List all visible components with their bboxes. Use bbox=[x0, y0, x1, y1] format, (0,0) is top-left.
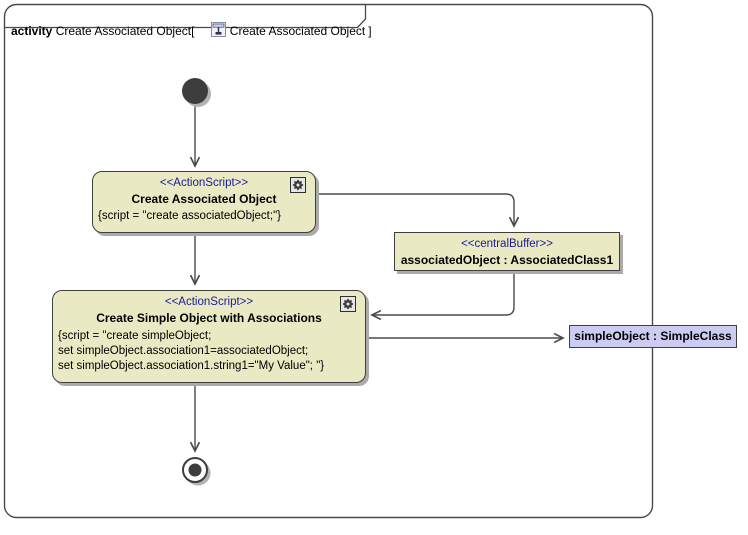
initial-node[interactable] bbox=[182, 78, 208, 104]
action1-name: Create Associated Object bbox=[131, 192, 277, 206]
edge-action1-to-buffer[interactable] bbox=[317, 193, 520, 228]
action2-stereotype: <<ActionScript>> bbox=[164, 296, 254, 308]
action1-stereotype: <<ActionScript>> bbox=[159, 177, 249, 189]
buffer-name: associatedObject : AssociatedClass1 bbox=[400, 253, 614, 267]
open-bracket: [ bbox=[191, 24, 195, 38]
activity-frame[interactable] bbox=[3, 3, 654, 519]
object-node-simpleobject[interactable]: simpleObject : SimpleClass bbox=[569, 325, 737, 348]
frame-title-tab bbox=[4, 4, 367, 29]
action2-script-line1: {script = "create simpleObject; bbox=[58, 330, 212, 342]
final-node-dot bbox=[188, 463, 202, 477]
close-bracket: ] bbox=[368, 24, 372, 38]
action1-script: {script = "create associatedObject;"} bbox=[98, 210, 281, 222]
action-script-gear-icon bbox=[340, 296, 356, 312]
buffer-stereotype: <<centralBuffer>> bbox=[461, 238, 553, 250]
action2-script-line2: set simpleObject.association1=associated… bbox=[58, 345, 309, 357]
action2-name: Create Simple Object with Associations bbox=[96, 311, 322, 325]
frame-diagram-name: Create Associated Object bbox=[229, 24, 366, 38]
frame-title: activity Create Associated Object[ Creat… bbox=[11, 8, 372, 54]
action-script-gear-icon bbox=[290, 177, 306, 193]
central-buffer-node[interactable]: <<centralBuffer>> associatedObject : Ass… bbox=[394, 232, 620, 271]
action-create-simple-object[interactable]: <<ActionScript>> Create Simple Object wi… bbox=[52, 290, 366, 383]
action-create-associated-object[interactable]: <<ActionScript>> Create Associated Objec… bbox=[92, 171, 316, 233]
frame-keyword: activity bbox=[11, 24, 53, 38]
edge-buffer-to-action2[interactable] bbox=[370, 272, 515, 321]
simpleobject-name: simpleObject : SimpleClass bbox=[574, 329, 732, 343]
activity-diagram-icon bbox=[197, 8, 226, 54]
frame-activity-name: Create Associated Object bbox=[52, 24, 192, 38]
action2-script-line3: set simpleObject.association1.string1="M… bbox=[58, 360, 325, 372]
